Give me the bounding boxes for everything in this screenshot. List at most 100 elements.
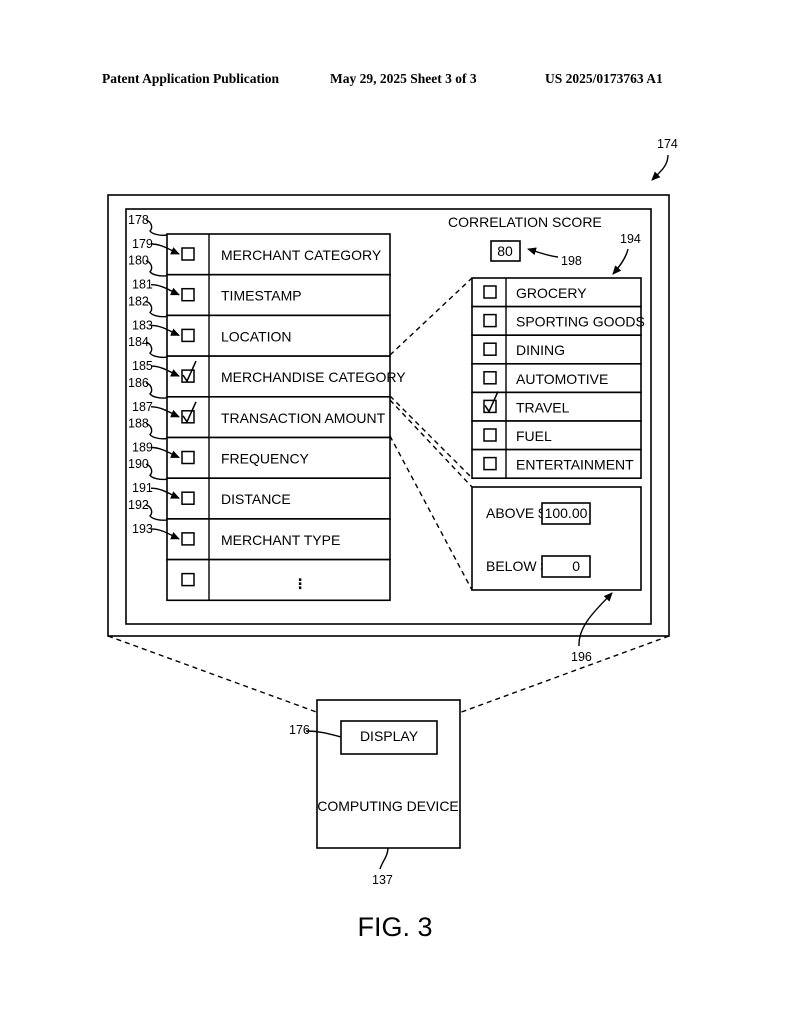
- checkbox-square: [483, 342, 497, 356]
- attribute-list: MERCHANT CATEGORYTIMESTAMPLOCATIONMERCHA…: [166, 233, 406, 602]
- ref-attribute-row: 182: [128, 294, 149, 308]
- attribute-row[interactable]: MERCHANT TYPE: [166, 518, 391, 561]
- attribute-checkbox[interactable]: [181, 247, 195, 261]
- attribute-row-frame: [166, 477, 391, 520]
- attribute-checkbox[interactable]: [181, 328, 195, 343]
- checkbox-square: [181, 450, 195, 465]
- ref-attribute-row-leader: [145, 382, 168, 399]
- above-label: ABOVE $: [486, 505, 546, 521]
- category-row[interactable]: SPORTING GOODS: [471, 305, 645, 337]
- ref-attribute-checkbox: 191: [132, 481, 153, 495]
- ref-attribute-row-leader: [145, 300, 168, 318]
- ref-device-leader: [379, 847, 389, 870]
- attribute-checkbox[interactable]: [181, 287, 195, 302]
- category-checkbox[interactable]: [483, 456, 497, 471]
- attribute-row[interactable]: FREQUENCY: [166, 436, 391, 480]
- ref-attribute-row-leader: [145, 341, 168, 359]
- category-row[interactable]: GROCERY: [471, 277, 642, 308]
- header-patent-number: US 2025/0173763 A1: [545, 71, 663, 86]
- ref-attribute-checkbox: 189: [132, 441, 153, 455]
- ref-category-panel-leader: [612, 248, 629, 275]
- ref-attribute-row: 186: [128, 376, 149, 390]
- attribute-row[interactable]: DISTANCE: [166, 477, 391, 520]
- checkbox-square: [483, 313, 497, 328]
- checkbox-square: [483, 456, 497, 471]
- checkbox-square: [181, 247, 195, 261]
- attribute-checkbox[interactable]: [181, 360, 197, 383]
- ref-score-leader: [527, 247, 559, 258]
- category-checkbox[interactable]: [483, 428, 497, 442]
- header-publication-label: Patent Application Publication: [102, 71, 280, 86]
- display-label: DISPLAY: [360, 728, 419, 744]
- category-row-frame: [471, 277, 642, 308]
- attribute-row-more[interactable]: ⋮: [166, 558, 391, 602]
- ref-attribute-row: 190: [128, 457, 149, 471]
- amount-to-panel-connector-bottom: [389, 435, 473, 591]
- category-label: FUEL: [516, 428, 552, 444]
- ref-attribute-row: 178: [128, 213, 149, 227]
- checkmark-icon: [182, 401, 197, 424]
- ref-category-panel: 194: [620, 232, 641, 246]
- ref-attribute-checkbox-leader: [150, 365, 180, 377]
- ref-display: 176: [289, 723, 310, 737]
- attribute-row-frame: [166, 436, 391, 480]
- ref-attribute-row-leader: [145, 463, 168, 481]
- attribute-row[interactable]: TIMESTAMP: [166, 273, 391, 317]
- attribute-label: MERCHANT CATEGORY: [221, 247, 382, 263]
- attribute-checkbox[interactable]: [181, 450, 195, 465]
- category-checkbox[interactable]: [483, 313, 497, 328]
- ref-attribute-checkbox: 187: [132, 400, 153, 414]
- merchandise-to-category-connector-bottom: [389, 395, 473, 479]
- below-input[interactable]: [541, 555, 591, 578]
- ref-attribute-checkbox-leader: [150, 284, 180, 296]
- checkbox-square: [181, 572, 195, 587]
- attribute-label: DISTANCE: [221, 491, 291, 507]
- category-row-frame: [471, 305, 642, 337]
- ref-attribute-row: 188: [128, 417, 149, 431]
- ref-attribute-checkbox-leader: [150, 487, 180, 499]
- category-row[interactable]: AUTOMOTIVE: [471, 362, 642, 394]
- attribute-checkbox[interactable]: [181, 532, 195, 546]
- checkbox-square: [181, 287, 195, 302]
- category-label: DINING: [516, 342, 565, 358]
- attribute-label: FREQUENCY: [221, 451, 310, 467]
- attribute-row[interactable]: MERCHANDISE CATEGORY: [166, 355, 406, 398]
- category-checkbox[interactable]: [483, 391, 499, 414]
- category-row[interactable]: ENTERTAINMENT: [471, 448, 642, 480]
- below-value: 0: [572, 558, 580, 574]
- category-row-frame: [471, 391, 642, 422]
- category-label: ENTERTAINMENT: [516, 457, 634, 473]
- ref-amount-panel-leader: [578, 592, 613, 647]
- attribute-row[interactable]: MERCHANT CATEGORY: [166, 233, 391, 276]
- checkbox-square: [181, 328, 195, 343]
- attribute-checkbox[interactable]: [181, 572, 195, 587]
- category-checkbox[interactable]: [483, 342, 497, 356]
- attribute-checkbox[interactable]: [181, 491, 195, 505]
- attribute-checkbox[interactable]: [181, 401, 197, 424]
- ref-attribute-checkbox: 185: [132, 359, 153, 373]
- attribute-row-frame: [166, 314, 391, 357]
- more-items-ellipsis: ⋮: [293, 576, 307, 592]
- above-input[interactable]: [541, 502, 591, 525]
- figure-label: FIG. 3: [357, 912, 432, 942]
- category-row[interactable]: TRAVEL: [471, 391, 642, 422]
- category-label: TRAVEL: [516, 399, 570, 415]
- category-checkbox[interactable]: [483, 285, 497, 299]
- header-date-sheet: May 29, 2025 Sheet 3 of 3: [330, 71, 477, 86]
- ref-attribute-checkbox-leader: [150, 243, 180, 255]
- category-row[interactable]: DINING: [471, 334, 642, 365]
- category-row[interactable]: FUEL: [471, 420, 642, 451]
- attribute-row[interactable]: TRANSACTION AMOUNT: [166, 395, 391, 439]
- ref-attribute-row-leader: [145, 504, 168, 521]
- checkbox-square: [483, 285, 497, 299]
- computing-device-label: COMPUTING DEVICE: [317, 798, 459, 814]
- ref-attribute-checkbox: 193: [132, 522, 153, 536]
- attribute-label: MERCHANT TYPE: [221, 532, 340, 548]
- ref-screen-leader: [651, 154, 669, 181]
- attribute-row[interactable]: LOCATION: [166, 314, 391, 357]
- ref-attribute-row: 184: [128, 335, 149, 349]
- correlation-score-box[interactable]: [490, 240, 521, 262]
- category-checkbox[interactable]: [483, 371, 497, 385]
- category-row-frame: [471, 362, 642, 394]
